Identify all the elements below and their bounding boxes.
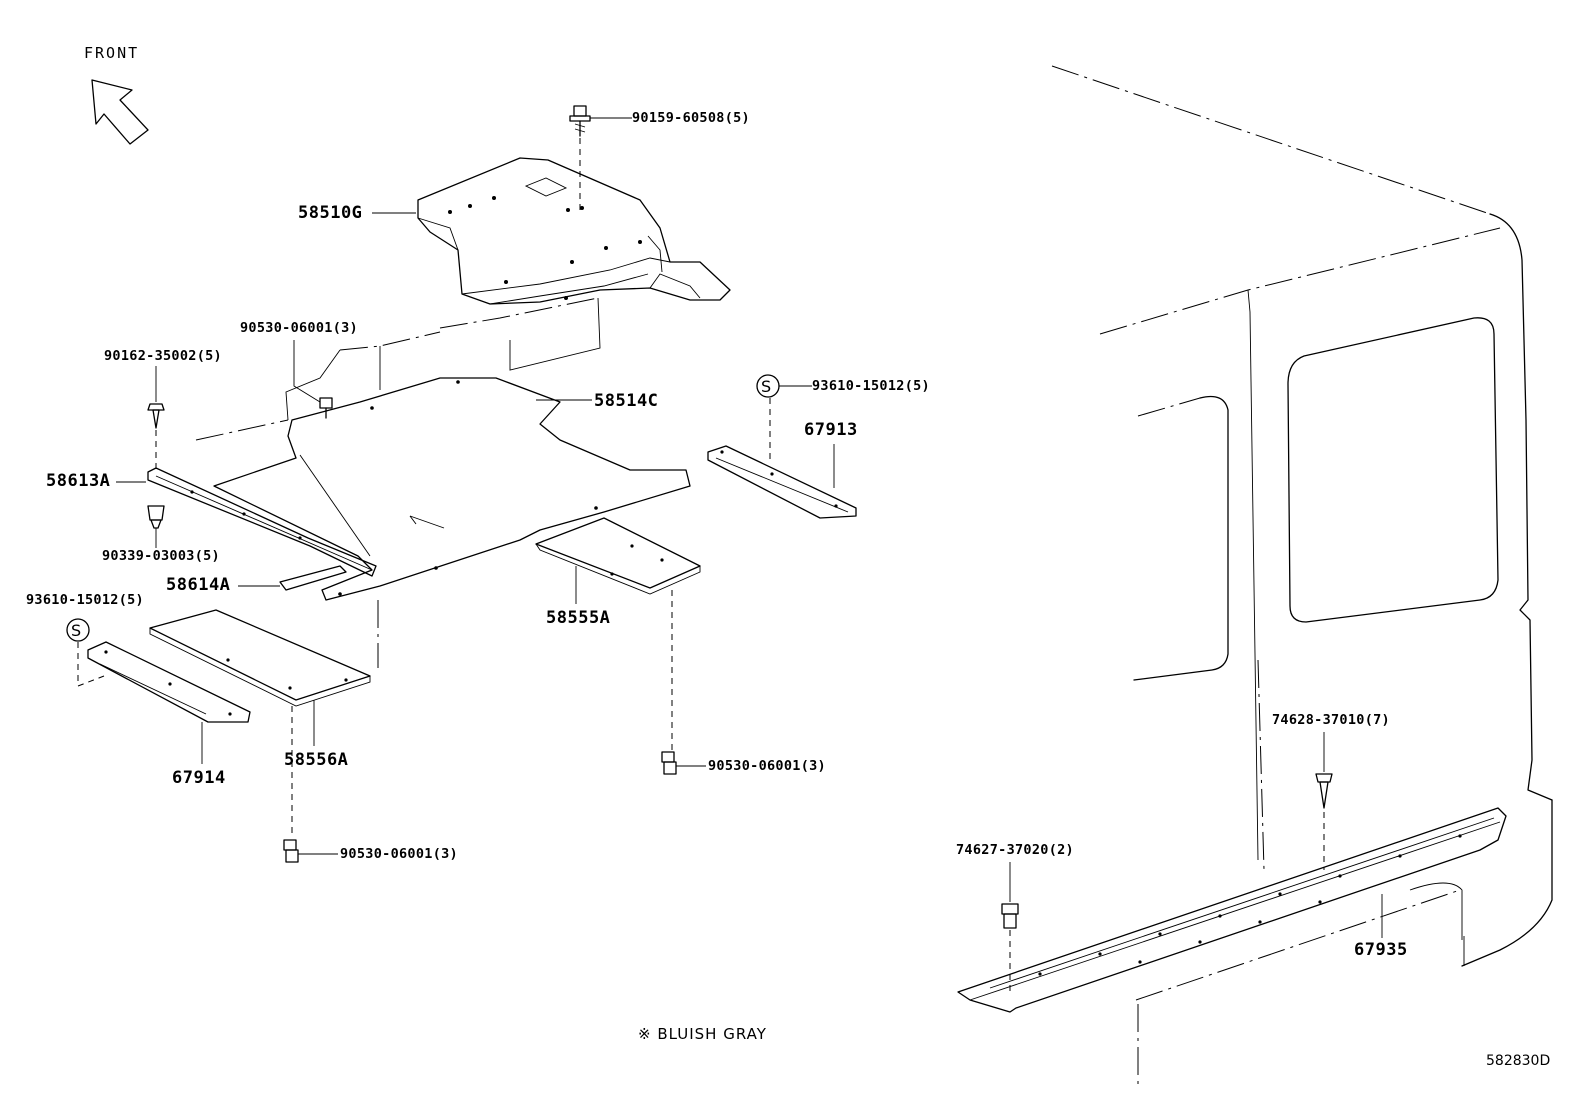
clip-90339-icon (147, 505, 165, 548)
screw-74628-icon (1315, 732, 1333, 809)
part-58510G-label: 58510G (298, 203, 363, 223)
fastener-74627-label: 74627-37020(2) (956, 842, 1074, 858)
fastener-90530-mid-label: 90530-06001(3) (708, 758, 826, 774)
floor-cover-58514C (213, 377, 691, 601)
illustration-code: 582830D (1486, 1053, 1551, 1069)
part-67913-label: 67913 (804, 420, 858, 440)
strip-67914 (87, 641, 251, 723)
part-58613A-label: 58613A (46, 471, 111, 491)
standard-part-left-icon (66, 618, 105, 687)
part-67914-label: 67914 (172, 768, 226, 788)
part-67935-label: 67935 (1354, 940, 1408, 960)
clip-90530-top-icon (293, 340, 333, 419)
fastener-74628-label: 74628-37010(7) (1272, 712, 1390, 728)
part-58556A-label: 58556A (284, 750, 349, 770)
fastener-93610-left-label: 93610-15012(5) (26, 592, 144, 608)
rail-58613A (147, 467, 377, 577)
part-58555A-label: 58555A (546, 608, 611, 628)
fastener-90530-top-label: 90530-06001(3) (240, 320, 358, 336)
vehicle-body-outline (1051, 65, 1553, 1090)
floor-outline (195, 297, 601, 441)
clip-90530-bottom-icon (283, 839, 338, 863)
fastener-90530-bottom-label: 90530-06001(3) (340, 846, 458, 862)
part-58514C-label: 58514C (594, 391, 659, 411)
color-note: ※ BLUISH GRAY (638, 1025, 767, 1043)
fastener-90162-label: 90162-35002(5) (104, 348, 222, 364)
strip-67913 (707, 445, 857, 519)
screw-74627-icon (1001, 862, 1019, 929)
strip-58614A (279, 565, 347, 591)
bolt-90159-icon (569, 105, 591, 137)
front-label: FRONT (84, 44, 140, 62)
fastener-90339-label: 90339-03003(5) (102, 548, 220, 564)
part-58614A-label: 58614A (166, 575, 231, 595)
screw-90162-icon (147, 366, 165, 429)
step-trim-67935 (957, 807, 1507, 1013)
cover-58510G (417, 157, 731, 305)
front-arrow-icon (91, 79, 149, 145)
fastener-90159-label: 90159-60508(5) (632, 110, 750, 126)
plate-58556A (149, 609, 371, 707)
plate-58555A (535, 517, 701, 595)
fastener-93610-right-label: 93610-15012(5) (812, 378, 930, 394)
standard-part-right-symbol: S (761, 377, 771, 396)
standard-part-left-symbol: S (71, 621, 81, 640)
clip-90530-mid-icon (661, 751, 706, 775)
standard-part-right-icon (756, 374, 812, 462)
